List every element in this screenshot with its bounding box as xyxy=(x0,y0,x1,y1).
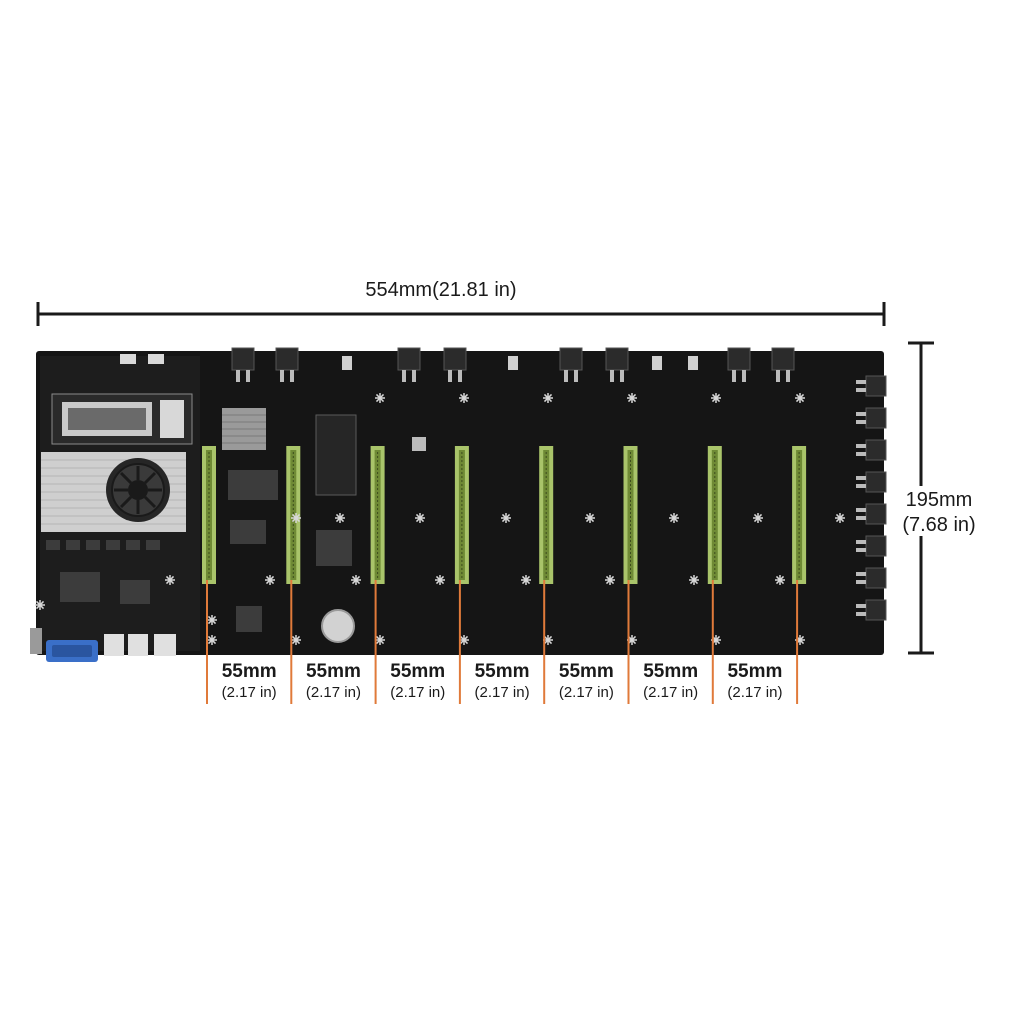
m2-slot xyxy=(51,393,193,445)
fan-header xyxy=(342,356,352,370)
small-components xyxy=(46,414,426,632)
cpu-heatsink-fan xyxy=(41,452,186,532)
mounting-hole-mark xyxy=(375,393,385,403)
mounting-hole-mark xyxy=(207,635,217,645)
power-connector xyxy=(559,347,583,382)
power-connector xyxy=(856,599,887,621)
slot-spacing-in-label: (2.17 in) xyxy=(306,684,361,701)
width-label: 554mm(21.81 in) xyxy=(365,279,516,301)
pcie-slot xyxy=(202,446,216,584)
mounting-hole-mark xyxy=(585,513,595,523)
pcie-slots xyxy=(202,446,807,584)
power-connector xyxy=(231,347,255,382)
pcie-slot xyxy=(370,446,385,584)
mounting-hole-mark xyxy=(265,575,275,585)
slot-spacing-mm-label: 55mm xyxy=(727,661,782,682)
mounting-hole-mark xyxy=(375,635,385,645)
mounting-hole-mark xyxy=(415,513,425,523)
fan-header xyxy=(508,356,518,370)
mounting-hole-mark xyxy=(605,575,615,585)
fan-header xyxy=(652,356,662,370)
pcie-slot xyxy=(454,446,469,584)
power-connector xyxy=(443,347,467,382)
usb-port xyxy=(154,634,176,656)
header-connector xyxy=(120,354,136,364)
power-connector xyxy=(856,471,887,493)
slot-spacing-lines xyxy=(206,580,799,704)
slot-spacing-in-label: (2.17 in) xyxy=(390,684,445,701)
mounting-hole-mark xyxy=(335,513,345,523)
power-connector xyxy=(856,503,887,525)
mounting-hole-mark xyxy=(521,575,531,585)
mounting-hole-mark xyxy=(543,635,553,645)
fan-header xyxy=(688,356,698,370)
mounting-hole-mark xyxy=(543,393,553,403)
usb-port xyxy=(104,634,124,656)
slot-spacing-mm-label: 55mm xyxy=(222,661,277,682)
height-label-mm: 195mm xyxy=(906,489,973,511)
pcie-slot xyxy=(539,446,554,584)
mounting-hole-mark xyxy=(351,575,361,585)
mounting-hole-mark xyxy=(35,600,45,610)
power-connector xyxy=(856,439,887,461)
mounting-hole-mark xyxy=(435,575,445,585)
cmos-battery xyxy=(321,609,355,643)
power-connector xyxy=(856,567,887,589)
right-power-connectors xyxy=(856,375,887,621)
motherboard xyxy=(30,347,887,662)
io-ports xyxy=(30,628,176,662)
power-connector xyxy=(605,347,629,382)
power-connector xyxy=(771,347,795,382)
mounting-hole-mark xyxy=(459,393,469,403)
slot-spacing-mm-label: 55mm xyxy=(390,661,445,682)
slot-spacing-in-label: (2.17 in) xyxy=(559,684,614,701)
mounting-hole-mark xyxy=(291,635,301,645)
lan-port xyxy=(128,634,148,656)
slot-spacing-mm-label: 55mm xyxy=(306,661,361,682)
slot-spacing-in-label: (2.17 in) xyxy=(475,684,530,701)
height-label-in: (7.68 in) xyxy=(902,514,975,536)
pcie-slot xyxy=(623,446,638,584)
slot-spacing-in-label: (2.17 in) xyxy=(222,684,277,701)
pcie-slot xyxy=(792,446,807,584)
mounting-hole-mark xyxy=(753,513,763,523)
header-connector xyxy=(148,354,164,364)
mounting-hole-mark xyxy=(627,635,637,645)
mounting-hole-mark xyxy=(165,575,175,585)
mounting-hole-mark xyxy=(835,513,845,523)
mounting-hole-mark xyxy=(291,513,301,523)
top-power-connectors xyxy=(120,347,795,382)
mounting-hole-mark xyxy=(775,575,785,585)
power-connector xyxy=(397,347,421,382)
slot-spacing-mm-label: 55mm xyxy=(475,661,530,682)
power-connector xyxy=(856,535,887,557)
chipset-heatsink xyxy=(222,408,266,450)
slot-spacing-mm-label: 55mm xyxy=(559,661,614,682)
power-connector xyxy=(275,347,299,382)
width-dimension: 554mm(21.81 in) xyxy=(36,279,886,326)
mounting-hole-mark xyxy=(795,393,805,403)
mounting-hole-mark xyxy=(689,575,699,585)
slot-spacing-in-label: (2.17 in) xyxy=(727,684,782,701)
slot-spacing-mm-label: 55mm xyxy=(643,661,698,682)
power-connector xyxy=(856,375,887,397)
power-connector xyxy=(727,347,751,382)
slot-spacing-in-label: (2.17 in) xyxy=(643,684,698,701)
height-dimension: 195mm (7.68 in) xyxy=(900,341,984,655)
slot-spacing-labels: 55mm (2.17 in) 55mm (2.17 in) 55mm (2.17 in) 5… xyxy=(210,656,795,704)
mounting-hole-mark xyxy=(501,513,511,523)
mounting-hole-mark xyxy=(669,513,679,523)
pcie-slot xyxy=(707,446,722,584)
mounting-hole-mark xyxy=(711,393,721,403)
mounting-hole-mark xyxy=(207,615,217,625)
mounting-hole-mark xyxy=(627,393,637,403)
power-connector xyxy=(856,407,887,429)
